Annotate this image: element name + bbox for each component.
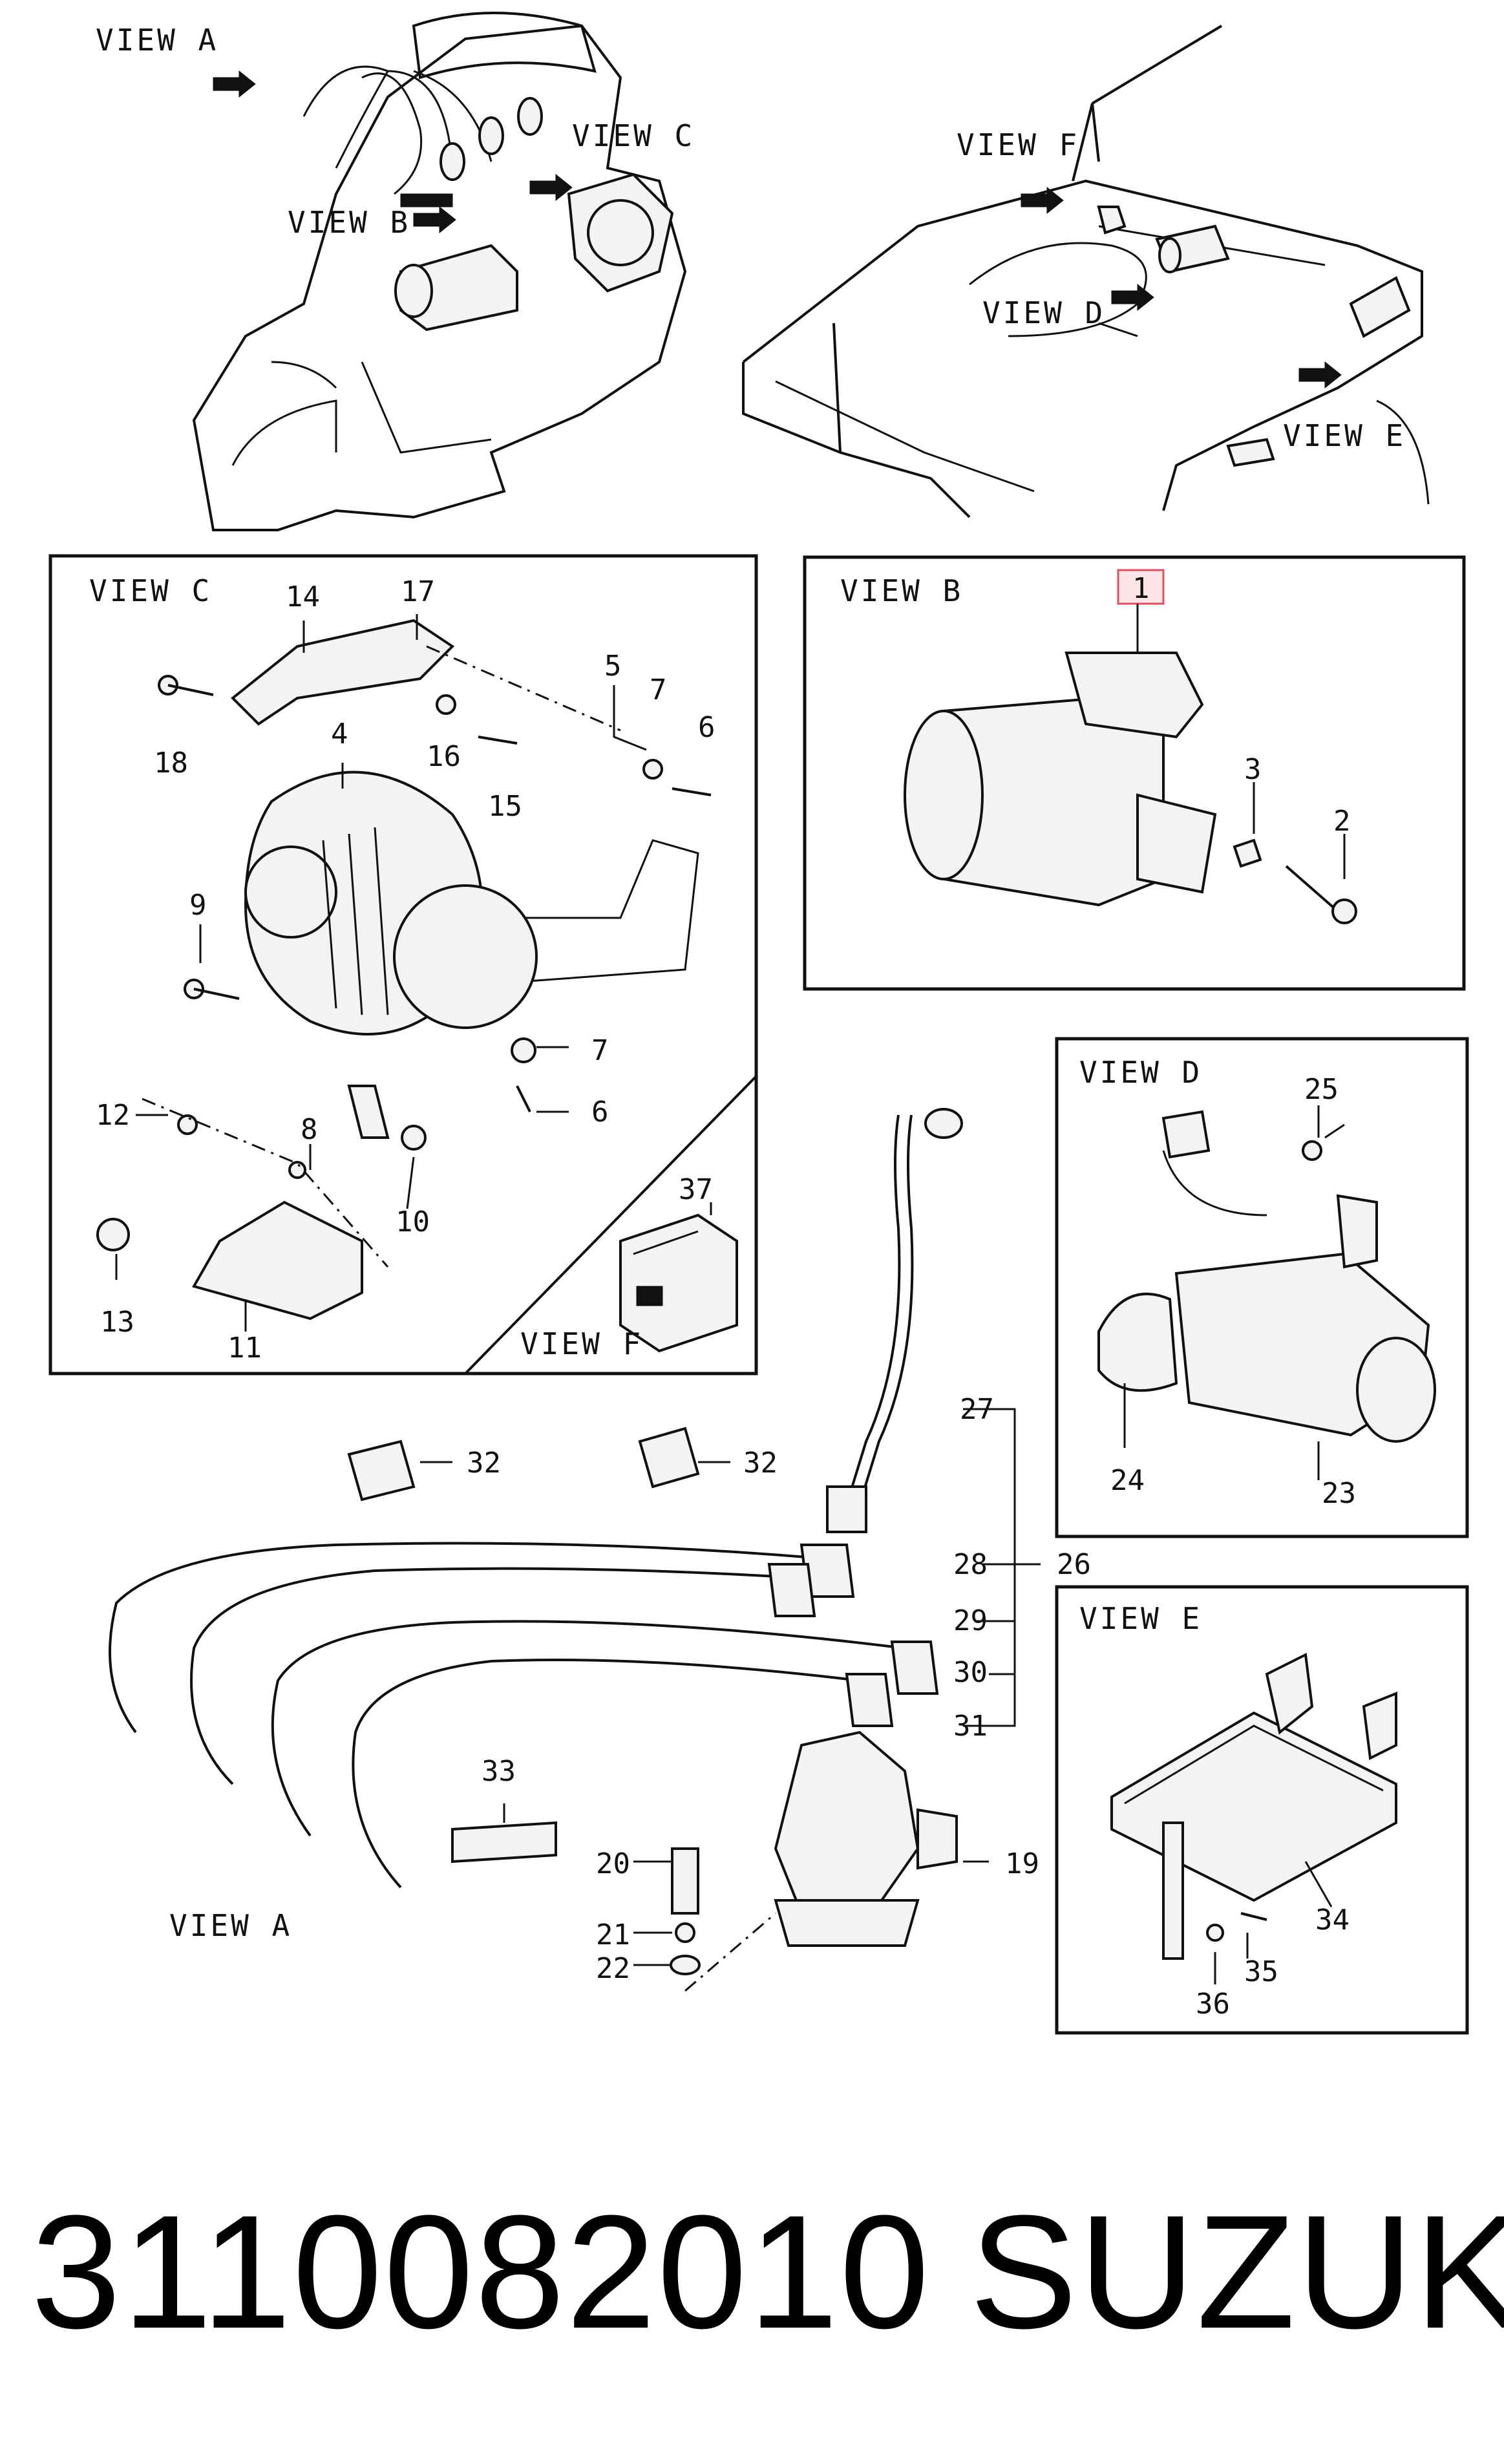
callout-30: 30 bbox=[953, 1656, 988, 1689]
view-label-e-panel: VIEW E bbox=[1079, 1601, 1202, 1636]
callout-35: 35 bbox=[1244, 1955, 1278, 1988]
callout-27: 27 bbox=[960, 1393, 994, 1426]
callout-26: 26 bbox=[1057, 1548, 1091, 1581]
callout-16: 16 bbox=[427, 740, 461, 773]
callout-7a: 7 bbox=[650, 674, 667, 706]
highlighted-callout-box bbox=[1117, 569, 1165, 605]
panel-view-c bbox=[48, 554, 758, 1375]
callout-36: 36 bbox=[1196, 1988, 1230, 2021]
view-label-a-bottom: VIEW A bbox=[169, 1908, 292, 1943]
panel-view-d bbox=[1055, 1037, 1469, 1538]
callout-13: 13 bbox=[100, 1306, 134, 1339]
view-label-c-panel: VIEW C bbox=[89, 573, 212, 608]
callout-25: 25 bbox=[1304, 1073, 1339, 1106]
view-label-f-top: VIEW F bbox=[957, 127, 1079, 162]
callout-20: 20 bbox=[596, 1847, 630, 1880]
callout-4: 4 bbox=[331, 717, 348, 750]
view-label-b-panel: VIEW B bbox=[840, 573, 963, 608]
callout-31: 31 bbox=[953, 1710, 988, 1743]
ignition-leads bbox=[109, 1108, 1041, 1992]
view-label-b-top: VIEW B bbox=[288, 205, 410, 240]
callout-5: 5 bbox=[604, 650, 622, 683]
callout-32a: 32 bbox=[467, 1447, 501, 1480]
callout-numbers: 1 2 3 4 5 6 6 7 7 8 9 10 11 12 13 14 15 … bbox=[96, 572, 1356, 2021]
callout-29: 29 bbox=[953, 1604, 988, 1637]
callout-14: 14 bbox=[286, 580, 320, 613]
view-label-a-top: VIEW A bbox=[96, 23, 218, 58]
brand-name: SUZUKI bbox=[969, 2182, 1504, 2362]
footer bbox=[0, 2062, 1504, 2464]
callout-10: 10 bbox=[396, 1205, 430, 1238]
panel-view-b bbox=[803, 555, 1466, 991]
view-label-e-top: VIEW E bbox=[1283, 418, 1406, 453]
callout-21: 21 bbox=[596, 1918, 630, 1951]
callout-1: 1 bbox=[1132, 572, 1150, 605]
callout-18: 18 bbox=[154, 747, 188, 780]
callout-17: 17 bbox=[401, 575, 435, 608]
callout-11: 11 bbox=[228, 1332, 262, 1365]
leader-lines bbox=[115, 614, 1346, 1984]
callout-2: 2 bbox=[1333, 805, 1351, 838]
callout-8: 8 bbox=[301, 1113, 318, 1146]
view-label-c-top: VIEW C bbox=[572, 118, 695, 153]
callout-12: 12 bbox=[96, 1099, 130, 1132]
panel-view-e bbox=[1055, 1585, 1469, 2035]
callout-7b: 7 bbox=[591, 1034, 609, 1067]
callout-9: 9 bbox=[189, 889, 207, 922]
callout-15: 15 bbox=[488, 790, 522, 823]
callout-6b: 6 bbox=[591, 1096, 609, 1129]
vehicle-overview bbox=[742, 25, 1430, 518]
callout-22: 22 bbox=[596, 1952, 630, 1985]
callout-33: 33 bbox=[482, 1755, 516, 1788]
callout-23: 23 bbox=[1322, 1477, 1356, 1510]
callout-37: 37 bbox=[679, 1173, 713, 1206]
panel-view-f bbox=[619, 1213, 738, 1353]
callout-24: 24 bbox=[1110, 1464, 1145, 1497]
callout-3: 3 bbox=[1244, 753, 1262, 786]
callout-32b: 32 bbox=[743, 1447, 778, 1480]
view-label-d-top: VIEW D bbox=[982, 295, 1105, 330]
callout-34: 34 bbox=[1315, 1904, 1350, 1937]
callout-19: 19 bbox=[1005, 1847, 1039, 1880]
view-label-f-panel: VIEW F bbox=[520, 1326, 643, 1361]
view-label-d-panel: VIEW D bbox=[1079, 1055, 1202, 1090]
part-number: 3110082010 bbox=[31, 2182, 931, 2362]
callout-28: 28 bbox=[953, 1548, 988, 1581]
engine-overview bbox=[192, 12, 687, 531]
view-labels: VIEW A VIEW B VIEW C VIEW F VIEW D VIEW … bbox=[89, 23, 1406, 1943]
callout-6a: 6 bbox=[698, 711, 715, 744]
